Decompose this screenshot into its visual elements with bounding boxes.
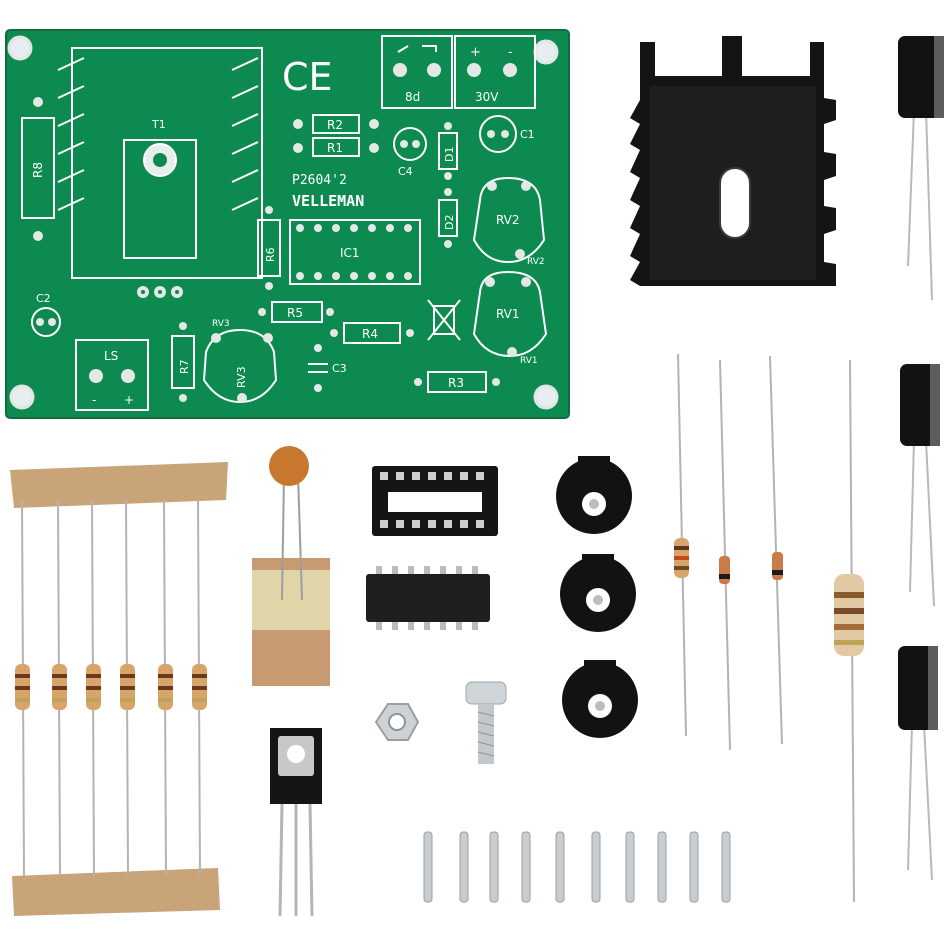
r6-footprint: R6 <box>257 206 281 290</box>
ls-label: LS <box>104 349 118 363</box>
capacitor-1 <box>898 36 944 301</box>
supply-terminal: + - 30V <box>454 35 536 109</box>
ceramic-capacitor <box>252 446 330 686</box>
d1-footprint: D1 <box>438 122 458 180</box>
r4-label: R4 <box>362 327 378 341</box>
d2-footprint: D2 <box>438 188 458 248</box>
r4-footprint: R4 <box>330 322 414 344</box>
t1-footprint: T1 <box>123 118 197 298</box>
c3-label: C3 <box>332 362 347 375</box>
output-terminal: 8d <box>381 35 453 109</box>
ic-socket <box>372 466 498 536</box>
resistor-loose-1 <box>674 353 689 737</box>
rv1-footprint: RV1 RV1 <box>472 270 548 366</box>
solder-pins <box>423 831 731 903</box>
c2-label: C2 <box>36 292 51 305</box>
ic1-label: IC1 <box>340 246 360 260</box>
pcb-board: T1 R8 CE R2 R1 C4 8d <box>5 29 570 419</box>
diode-1 <box>719 359 731 751</box>
dc-minus-label: - <box>508 45 513 60</box>
trimmer-2 <box>560 554 636 632</box>
screw <box>465 681 507 764</box>
rv2-label: RV2 <box>496 213 520 227</box>
rv2-footprint: RV2 RV2 <box>472 176 546 267</box>
heatsink-outline <box>57 47 263 279</box>
t1-label: T1 <box>151 118 166 131</box>
r2-label: R2 <box>327 118 343 132</box>
taped-resistors <box>10 462 228 916</box>
rv3-top-label: RV3 <box>212 319 230 329</box>
board-brand: VELLEMAN <box>292 192 364 210</box>
r6-label: R6 <box>264 247 277 262</box>
ls-plus-label: + <box>124 393 134 407</box>
rv2-pin-label: RV2 <box>527 257 545 267</box>
r1-label: R1 <box>327 141 343 155</box>
c1-footprint: C1 <box>479 115 535 153</box>
r5-footprint: R5 <box>258 301 334 323</box>
rv1-pin-label: RV1 <box>520 356 538 366</box>
heatsink <box>630 36 836 286</box>
weee-bin-icon <box>427 299 461 341</box>
c4-footprint: C4 <box>393 127 427 178</box>
ls-minus-label: - <box>92 393 96 407</box>
r2-r1-footprint <box>312 114 360 157</box>
power-resistor <box>834 359 864 903</box>
mounting-holes <box>7 35 559 410</box>
r3-footprint: R3 <box>414 371 500 393</box>
ce-mark: CE <box>282 55 333 99</box>
diode-2 <box>769 355 783 745</box>
ls-terminal: LS - + <box>75 339 149 411</box>
c3-footprint: C3 <box>308 344 347 392</box>
r7-label: R7 <box>178 359 191 374</box>
c1-label: C1 <box>520 128 535 141</box>
hex-nut <box>374 703 420 741</box>
r8-label: R8 <box>31 162 45 178</box>
output-label: 8d <box>405 90 420 104</box>
board-code: P2604'2 <box>292 173 347 188</box>
trimmer-1 <box>556 456 632 534</box>
c2-footprint: C2 <box>31 292 61 337</box>
ic-chip <box>366 566 490 630</box>
rv1-label: RV1 <box>496 307 520 321</box>
trimmer-3 <box>562 660 638 738</box>
r8-footprint: R8 <box>21 97 55 241</box>
power-transistor <box>270 728 322 917</box>
d2-label: D2 <box>443 215 456 230</box>
ic1-footprint: IC1 <box>289 219 421 285</box>
r5-label: R5 <box>287 306 303 320</box>
capacitor-3 <box>898 646 938 881</box>
rv3-label: RV3 <box>235 366 248 388</box>
rv3-footprint: RV3 RV3 <box>202 319 278 404</box>
d1-label: D1 <box>443 147 456 162</box>
r7-footprint: R7 <box>171 322 195 402</box>
r3-label: R3 <box>448 376 464 390</box>
c4-label: C4 <box>398 165 413 178</box>
supply-label: 30V <box>475 90 499 104</box>
dc-plus-label: + <box>470 45 481 60</box>
capacitor-2 <box>900 364 940 607</box>
